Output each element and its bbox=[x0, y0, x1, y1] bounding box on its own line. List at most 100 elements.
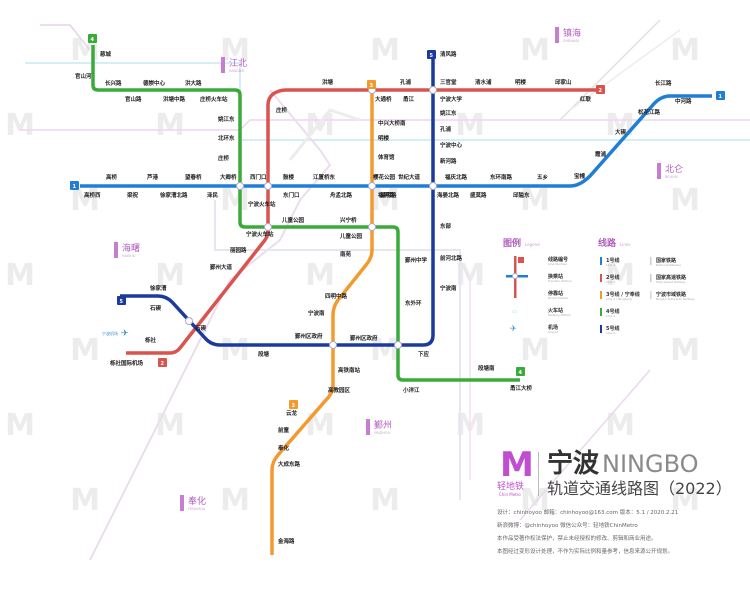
svg-text:宁波市域铁路: 宁波市域铁路 bbox=[656, 291, 687, 298]
title-block: M 轻地铁 Chin Metro 宁波 NINGBO 轨道交通线路图（2022）… bbox=[497, 445, 732, 555]
svg-text:机场: 机场 bbox=[547, 324, 558, 331]
svg-text:世纪大道: 世纪大道 bbox=[398, 173, 421, 181]
svg-text:M: M bbox=[305, 408, 335, 443]
svg-text:停靠站: 停靠站 bbox=[548, 290, 563, 297]
svg-text:邱家山: 邱家山 bbox=[555, 78, 572, 86]
svg-text:5: 5 bbox=[430, 53, 434, 59]
svg-text:1: 1 bbox=[719, 94, 723, 100]
svg-text:Legend: Legend bbox=[525, 242, 540, 247]
svg-text:Line 1: Line 1 bbox=[606, 263, 615, 267]
svg-text:5号线: 5号线 bbox=[606, 325, 619, 332]
svg-text:HAISHU: HAISHU bbox=[122, 254, 136, 258]
svg-text:红联: 红联 bbox=[580, 95, 592, 103]
svg-text:BEILUN: BEILUN bbox=[665, 175, 678, 179]
svg-text:M: M bbox=[605, 408, 635, 443]
svg-text:三官堂: 三官堂 bbox=[440, 78, 457, 86]
svg-text:姚江东: 姚江东 bbox=[217, 115, 235, 123]
svg-text:洪大路: 洪大路 bbox=[185, 79, 202, 87]
svg-text:德崇中心: 德崇中心 bbox=[142, 79, 166, 87]
svg-text:明楼: 明楼 bbox=[515, 78, 527, 86]
svg-text:明楼: 明楼 bbox=[378, 134, 390, 142]
svg-text:北仑: 北仑 bbox=[665, 163, 683, 175]
svg-text:儿童公园: 儿童公园 bbox=[281, 216, 305, 224]
svg-text:福明路: 福明路 bbox=[379, 191, 397, 199]
svg-text:北环东: 北环东 bbox=[218, 134, 235, 142]
svg-text:东门口: 东门口 bbox=[283, 191, 300, 199]
svg-text:高铁南站: 高铁南站 bbox=[338, 366, 361, 374]
svg-text:M: M bbox=[5, 408, 35, 443]
svg-text:栎社国际机场: 栎社国际机场 bbox=[110, 359, 144, 367]
svg-text:江北: 江北 bbox=[229, 58, 247, 69]
svg-text:宁波中心: 宁波中心 bbox=[440, 141, 463, 149]
svg-text:金海路: 金海路 bbox=[277, 537, 295, 545]
svg-text:徐家漕北路: 徐家漕北路 bbox=[159, 191, 188, 199]
svg-text:4号线: 4号线 bbox=[606, 308, 619, 315]
svg-text:孔浦: 孔浦 bbox=[440, 125, 452, 133]
svg-text:M: M bbox=[305, 258, 335, 293]
svg-text:前童: 前童 bbox=[278, 426, 290, 434]
line-4-path bbox=[91, 45, 520, 382]
svg-text:Line Number: Line Number bbox=[548, 262, 568, 266]
svg-text:姚江东: 姚江东 bbox=[439, 109, 457, 117]
svg-text:段塘南: 段塘南 bbox=[478, 364, 495, 372]
svg-text:M: M bbox=[670, 33, 700, 68]
svg-text:高桥西: 高桥西 bbox=[84, 191, 101, 199]
svg-text:体育馆: 体育馆 bbox=[378, 153, 395, 161]
svg-text:M: M bbox=[670, 333, 700, 368]
svg-text:南苑: 南苑 bbox=[340, 250, 352, 258]
svg-text:3: 3 bbox=[370, 83, 374, 89]
svg-text:儿童公园: 儿童公园 bbox=[339, 232, 363, 240]
svg-text:图例: 图例 bbox=[503, 237, 521, 249]
svg-text:轻地铁: 轻地铁 bbox=[497, 480, 524, 492]
svg-text:慈城: 慈城 bbox=[100, 50, 112, 58]
svg-text:▭: ▭ bbox=[512, 309, 517, 315]
svg-text:洪塘中路: 洪塘中路 bbox=[163, 95, 186, 103]
svg-text:宁波南: 宁波南 bbox=[440, 284, 457, 292]
svg-text:5: 5 bbox=[120, 299, 124, 305]
svg-text:石碶: 石碶 bbox=[149, 304, 162, 312]
svg-text:M: M bbox=[520, 183, 550, 218]
svg-text:五乡: 五乡 bbox=[537, 173, 549, 181]
svg-text:庄桥火车站: 庄桥火车站 bbox=[200, 95, 228, 103]
svg-text:奉化: 奉化 bbox=[188, 495, 206, 507]
svg-text:鄞州大道: 鄞州大道 bbox=[210, 263, 233, 271]
svg-text:JIANGBEI: JIANGBEI bbox=[228, 69, 244, 73]
svg-text:鄞州中学: 鄞州中学 bbox=[405, 256, 428, 264]
svg-text:清风路: 清风路 bbox=[440, 50, 457, 58]
svg-text:樱花公园: 樱花公园 bbox=[373, 173, 396, 181]
svg-text:海晏北路: 海晏北路 bbox=[437, 191, 460, 199]
svg-text:FENGHUA: FENGHUA bbox=[188, 507, 206, 511]
svg-text:鄞州: 鄞州 bbox=[374, 419, 392, 431]
svg-text:长江路: 长江路 bbox=[655, 79, 672, 87]
svg-text:宁波: 宁波 bbox=[547, 448, 600, 479]
svg-text:M: M bbox=[220, 483, 250, 518]
svg-text:4: 4 bbox=[519, 370, 523, 376]
svg-text:Lines: Lines bbox=[620, 242, 630, 247]
svg-text:东外环: 东外环 bbox=[405, 299, 422, 307]
svg-text:M: M bbox=[520, 483, 550, 518]
svg-text:M: M bbox=[520, 333, 550, 368]
svg-text:High-speed Railway: High-speed Railway bbox=[656, 280, 686, 284]
svg-text:M: M bbox=[605, 258, 635, 293]
svg-text:前河北路: 前河北路 bbox=[440, 254, 463, 262]
svg-text:M: M bbox=[370, 33, 400, 68]
svg-text:宁波大学: 宁波大学 bbox=[440, 95, 463, 103]
svg-text:Route Station: Route Station bbox=[548, 296, 568, 300]
svg-text:3号线 / 宁奉线: 3号线 / 宁奉线 bbox=[606, 291, 640, 298]
svg-text:宁波火车站: 宁波火车站 bbox=[246, 230, 274, 238]
svg-text:洪塘: 洪塘 bbox=[322, 78, 334, 86]
svg-text:2号线: 2号线 bbox=[606, 274, 619, 281]
svg-text:邱隘东: 邱隘东 bbox=[513, 191, 530, 199]
svg-text:宁波火车站: 宁波火车站 bbox=[248, 200, 276, 208]
station-labels: 慈城 官山河 长兴路 德崇中心 洪大路 官山路 洪塘中路 庄桥火车站 姚江东 北… bbox=[75, 50, 692, 545]
svg-text:福明路: 福明路 bbox=[377, 191, 395, 199]
svg-text:Line 2: Line 2 bbox=[606, 280, 615, 284]
svg-text:孔浦: 孔浦 bbox=[400, 78, 412, 86]
svg-text:段塘: 段塘 bbox=[258, 350, 270, 358]
line-5-path bbox=[120, 55, 435, 347]
svg-text:火车站: 火车站 bbox=[548, 307, 563, 314]
svg-text:高桥: 高桥 bbox=[106, 173, 118, 181]
